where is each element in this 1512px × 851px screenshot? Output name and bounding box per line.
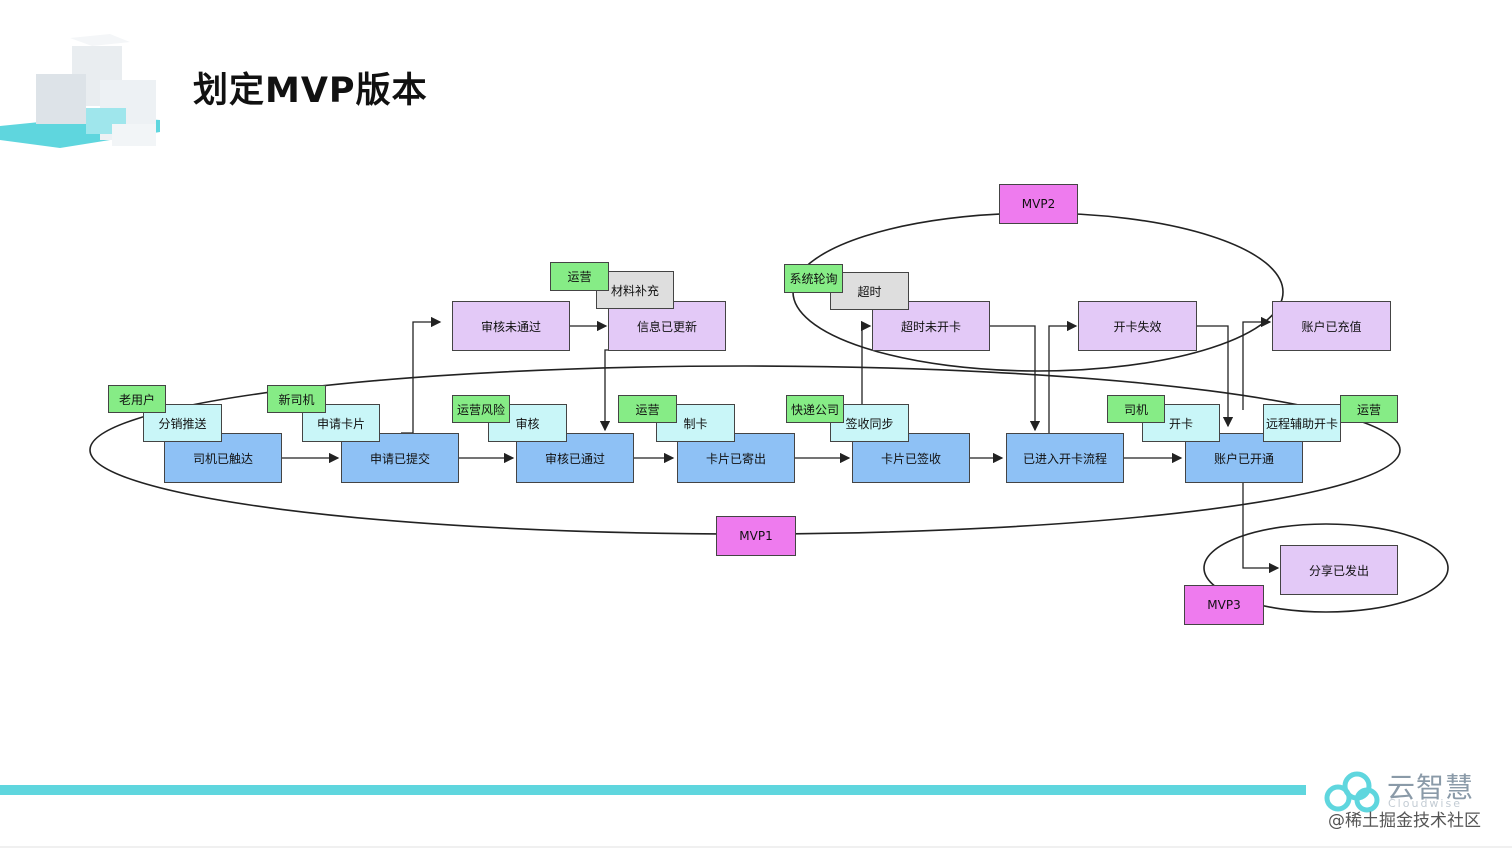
- event-driver-reached: 司机已触达: [164, 433, 282, 483]
- mvp2-label: MVP2: [999, 184, 1078, 224]
- command-remote-assist-activate: 远程辅助开卡: [1263, 404, 1341, 442]
- policy-timeout: 超时: [830, 272, 909, 310]
- view-review-failed: 审核未通过: [452, 301, 570, 351]
- view-activation-failed: 开卡失效: [1078, 301, 1197, 351]
- actor-old-user: 老用户: [108, 385, 166, 413]
- actor-operations-material: 运营: [550, 262, 609, 291]
- mvp3-label: MVP3: [1184, 585, 1264, 625]
- arrow-flow-fail: [1048, 320, 1078, 433]
- arrow-update-approve: [599, 349, 611, 432]
- view-info-updated: 信息已更新: [608, 301, 726, 351]
- command-activate-card: 开卡: [1142, 404, 1220, 442]
- policy-material-supplement: 材料补充: [596, 271, 674, 309]
- view-account-recharged: 账户已充值: [1272, 301, 1391, 351]
- actor-system-polling: 系统轮询: [784, 264, 843, 293]
- view-share-sent: 分享已发出: [1280, 545, 1398, 595]
- arrow-fail-open: [1197, 325, 1234, 428]
- event-activation-started: 已进入开卡流程: [1006, 433, 1124, 483]
- actor-operations-risk: 运营风险: [452, 395, 510, 423]
- mvp3-ellipse: [1203, 523, 1449, 613]
- brand-name: 云智慧: [1387, 771, 1475, 804]
- arrow-open-recharge: [1242, 316, 1272, 410]
- actor-new-driver: 新司机: [267, 385, 326, 413]
- brand-subtitle: Cloudwise: [1388, 797, 1462, 810]
- arrow-timeout-flow: [990, 325, 1041, 432]
- actor-operations-make-card: 运营: [618, 395, 677, 423]
- arrow-sign-timeout: [860, 320, 872, 410]
- actor-courier-company: 快递公司: [786, 395, 844, 423]
- page-title: 划定MVP版本: [193, 71, 428, 111]
- cloud-logo-icon: [1324, 771, 1380, 813]
- arrow-open-share: [1242, 481, 1280, 574]
- footer-accent-bar: [0, 785, 1306, 795]
- actor-driver: 司机: [1107, 395, 1165, 423]
- bottom-divider: [0, 846, 1512, 848]
- watermark: @稀土掘金技术社区: [1328, 811, 1481, 831]
- cube-logo-icon: [0, 34, 160, 148]
- actor-operations-remote: 运营: [1340, 395, 1398, 423]
- mvp1-label: MVP1: [716, 516, 796, 556]
